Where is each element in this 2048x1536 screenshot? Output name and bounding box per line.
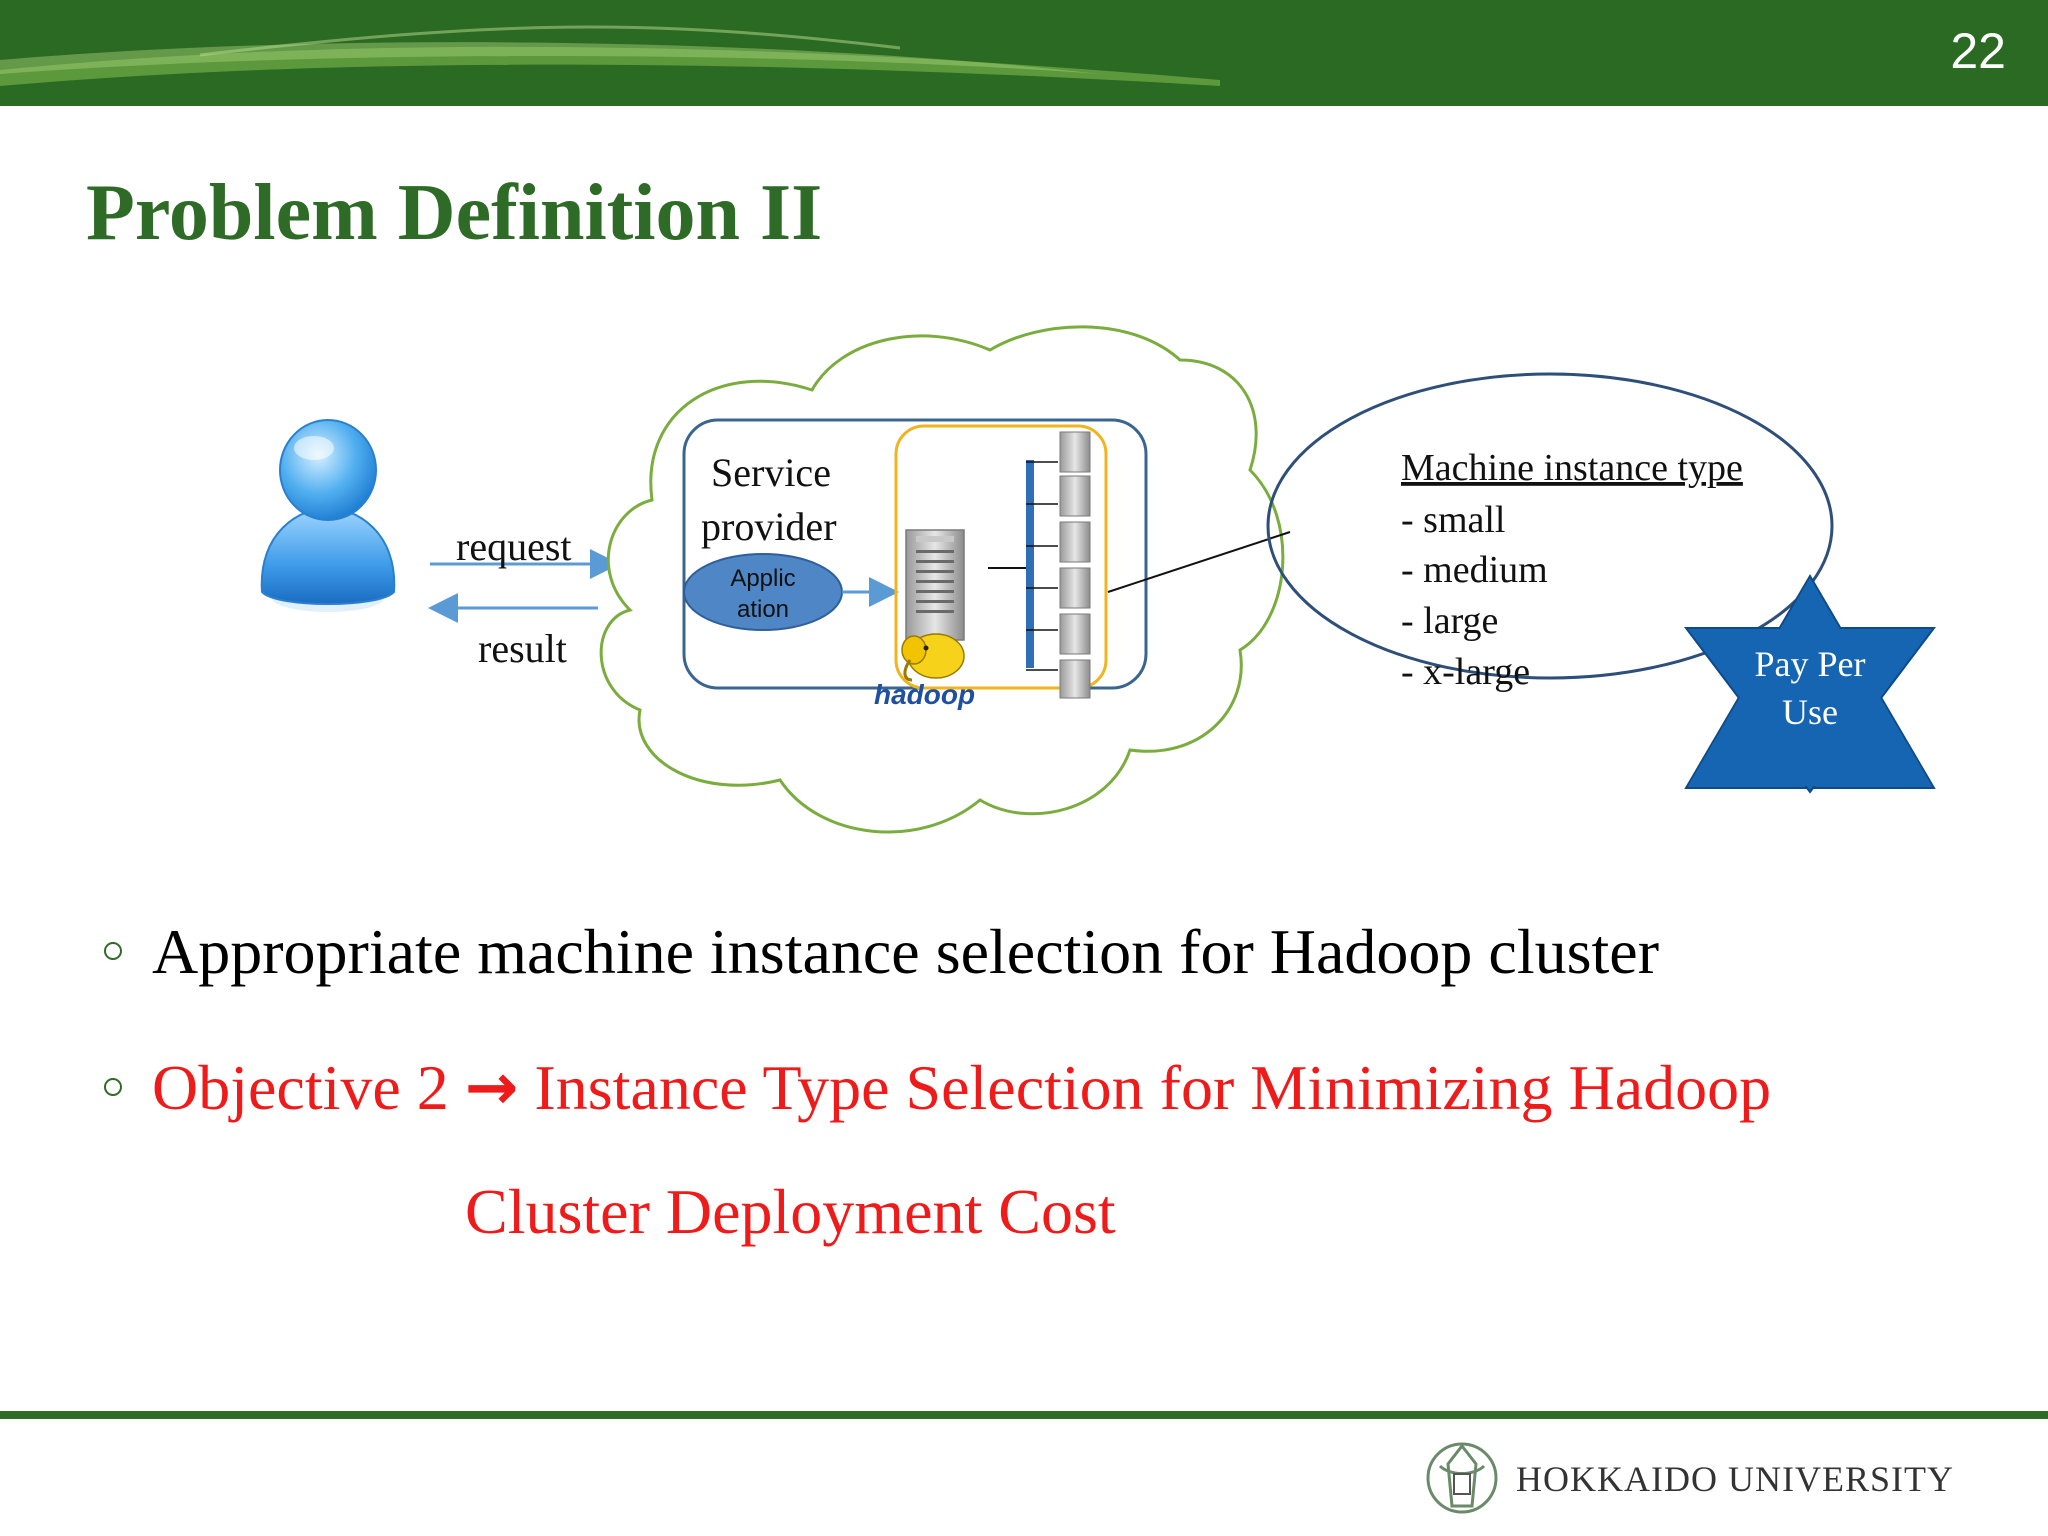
university-seal-icon <box>1426 1442 1498 1514</box>
application-label-line2: ation <box>737 596 789 623</box>
bullet-text-2-continuation: Cluster Deployment Cost <box>465 1176 1116 1247</box>
service-provider-label-line2: provider <box>701 504 837 549</box>
hadoop-logo-text: hadoop <box>874 679 975 710</box>
connector-line <box>1107 531 1291 593</box>
bullet-marker <box>104 942 122 960</box>
objective-description: Instance Type Selection for Minimizing H… <box>534 1052 1772 1123</box>
hadoop-elephant-icon <box>901 633 965 682</box>
header-swoosh-decoration <box>0 25 1220 86</box>
badge-line1: Pay Per <box>1755 644 1866 684</box>
bullet-marker <box>104 1078 122 1096</box>
bullet-text-1: Appropriate machine instance selection f… <box>152 916 1659 987</box>
header-band: 22 <box>0 0 2048 106</box>
instance-type-medium: - medium <box>1401 549 1548 591</box>
slide-number: 22 <box>1950 23 2006 79</box>
user-icon <box>260 419 396 612</box>
application-label-line1: Applic <box>730 565 795 592</box>
footer-divider <box>0 1411 2048 1419</box>
arrow-right-icon: → <box>464 1051 519 1125</box>
server-rack-icon <box>1026 431 1091 699</box>
instance-type-large: - large <box>1401 600 1498 642</box>
bullet-list: Appropriate machine instance selection f… <box>100 912 2000 1184</box>
pay-per-use-badge: Pay Per Use <box>1683 574 1937 794</box>
badge-line2: Use <box>1782 692 1838 732</box>
university-name: HOKKAIDO UNIVERSITY <box>1516 1459 1954 1499</box>
bullet-item-1: Appropriate machine instance selection f… <box>100 912 2000 1048</box>
instance-type-ellipse <box>1266 372 1834 680</box>
slide-title: Problem Definition II <box>86 169 823 257</box>
service-provider-label-line1: Service <box>711 450 831 495</box>
instance-type-x-large: - x-large <box>1401 651 1530 693</box>
bullet-item-2: Objective 2 → Instance Type Selection fo… <box>100 1048 2000 1184</box>
bullet-text-2: Objective 2 → Instance Type Selection fo… <box>152 1056 1771 1121</box>
server-icon <box>905 529 965 641</box>
instance-type-small: - small <box>1401 499 1505 541</box>
architecture-diagram: request result Service provider Applic a… <box>260 325 1937 834</box>
result-label: result <box>478 626 567 671</box>
objective-label: Objective 2 <box>152 1052 449 1123</box>
instance-type-heading: Machine instance type <box>1401 447 1743 489</box>
request-label: request <box>456 524 572 569</box>
hadoop-cluster-box <box>894 424 1108 690</box>
